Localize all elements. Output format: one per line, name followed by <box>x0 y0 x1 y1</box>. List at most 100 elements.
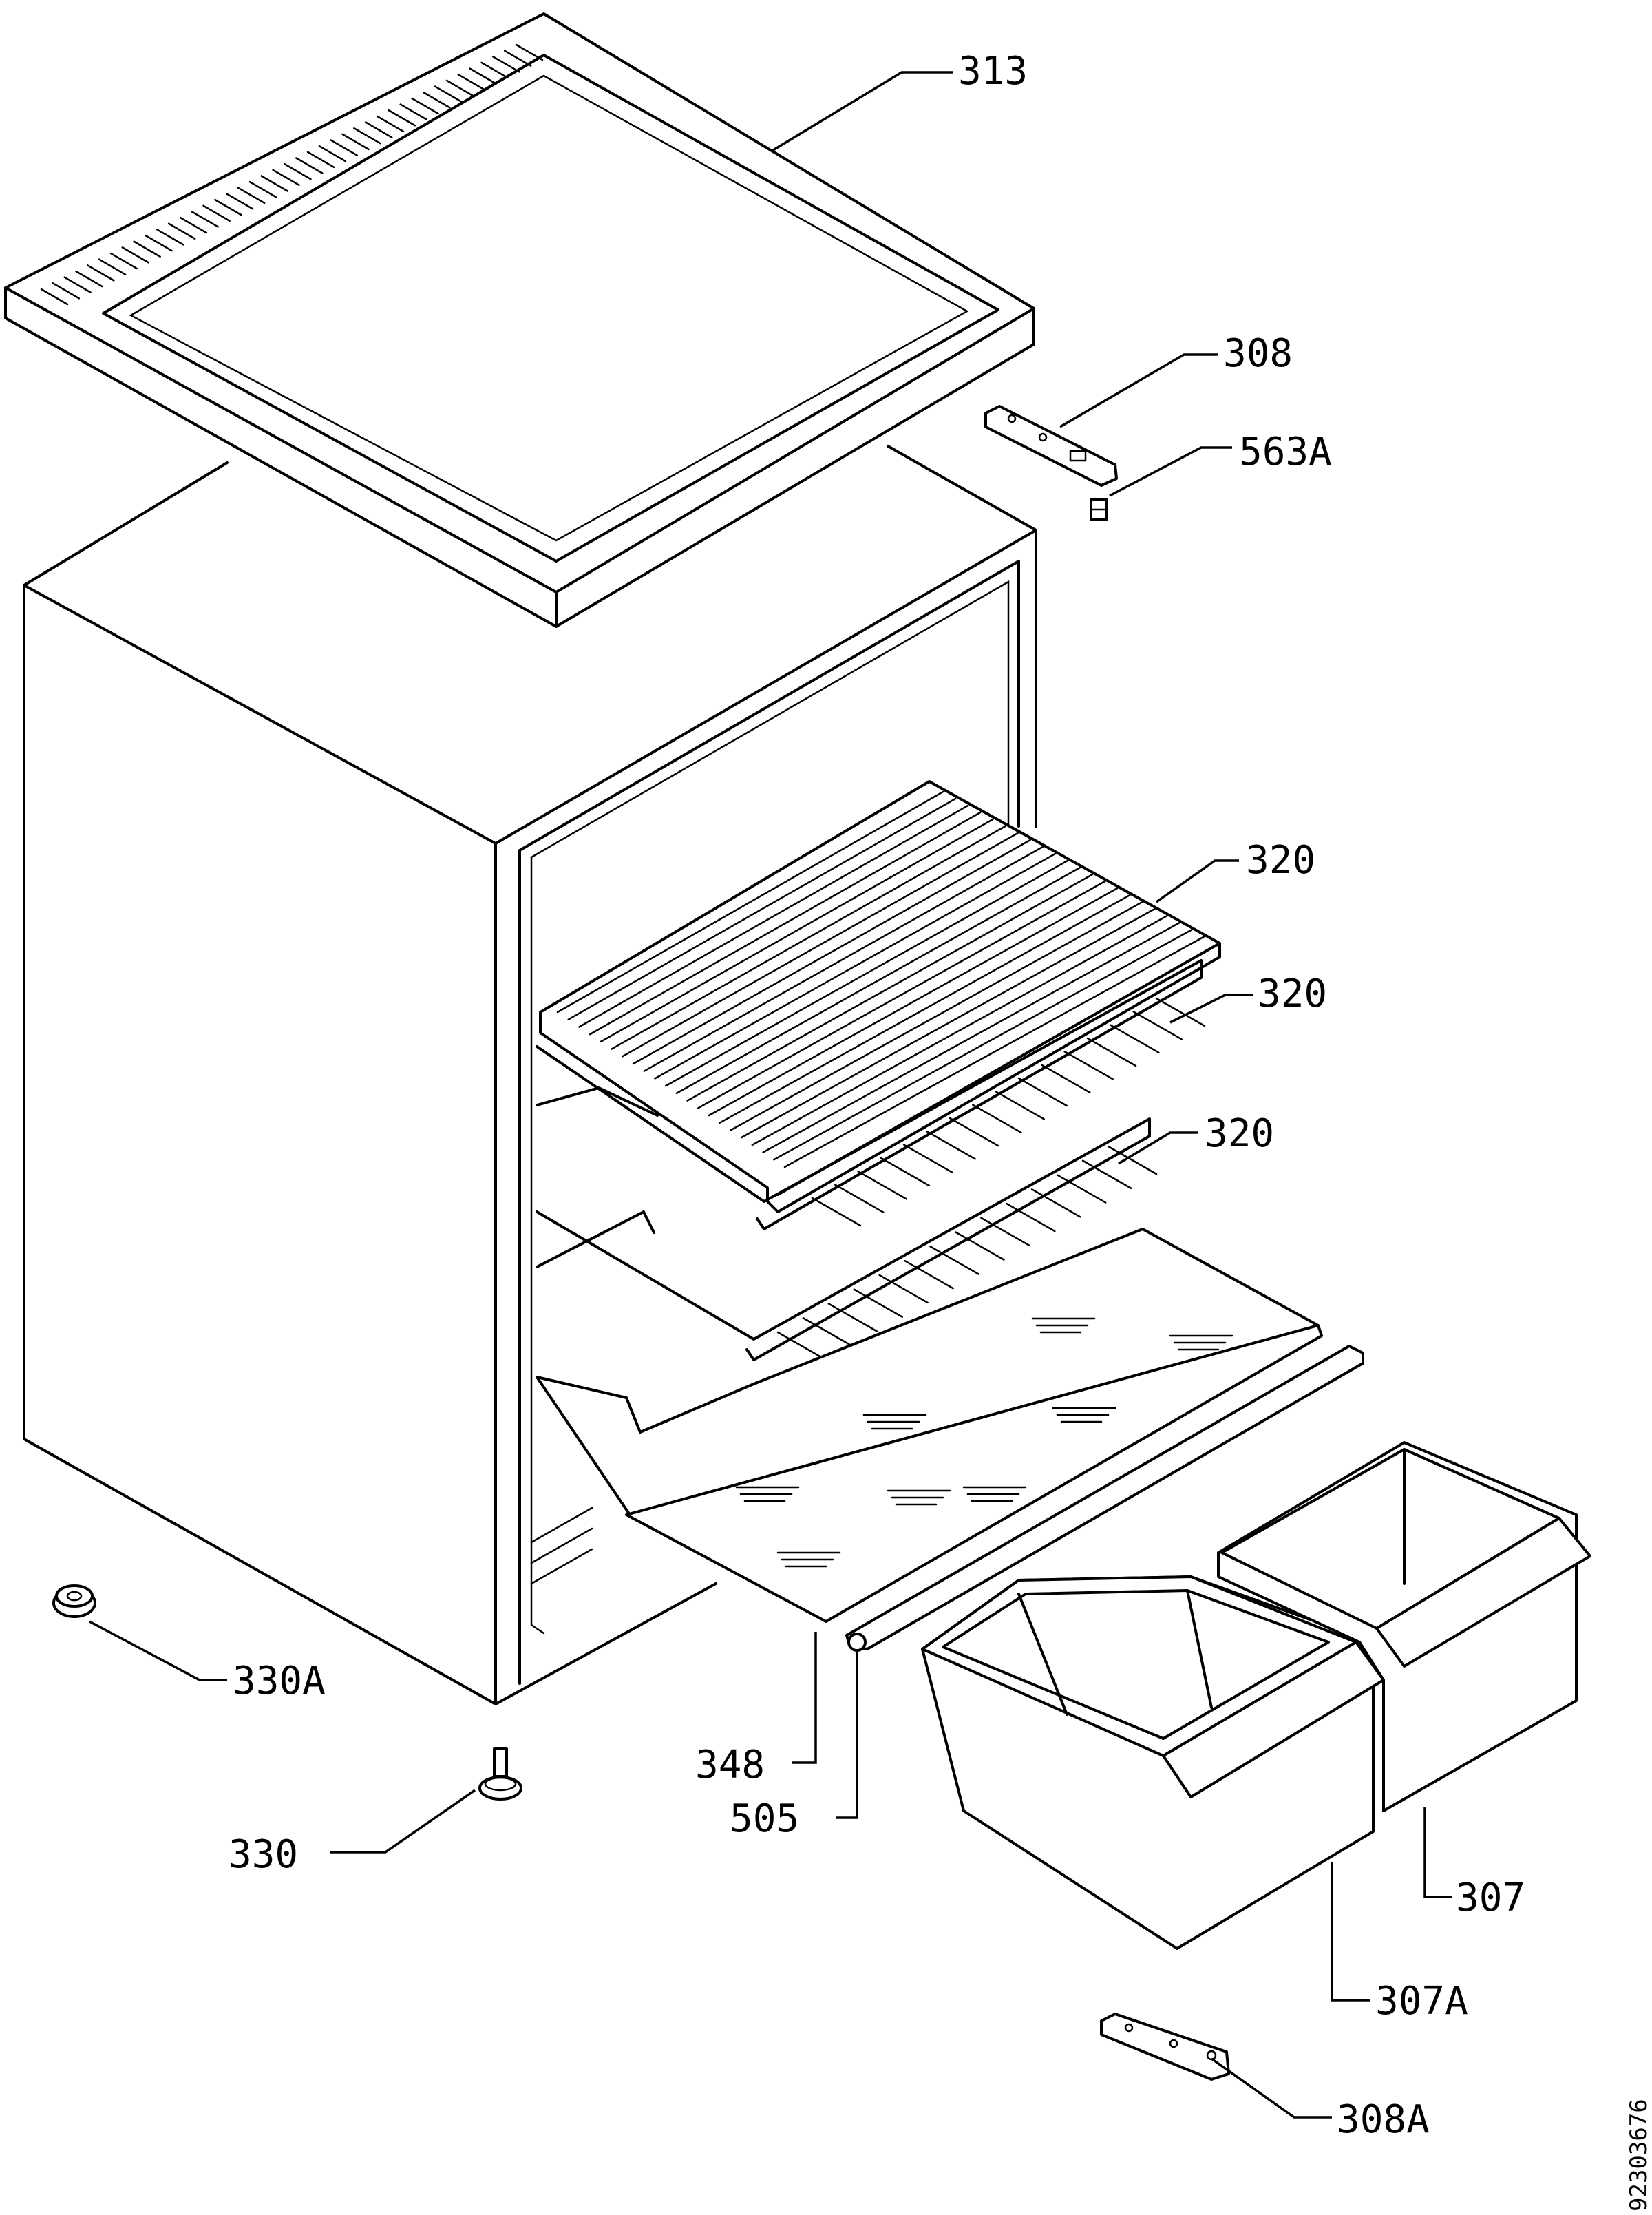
shelf-rib <box>926 1131 976 1160</box>
shelf-rib <box>776 1331 827 1361</box>
shelf-rib <box>1063 1051 1114 1080</box>
shelf-upper <box>539 780 1221 1213</box>
shelf-rib <box>949 1117 999 1147</box>
vent-slot <box>330 139 358 156</box>
shelf-rib <box>929 1246 979 1275</box>
shelf-rib <box>719 894 1131 1124</box>
vent-slot <box>318 145 347 162</box>
shelf-rib <box>675 866 1081 1095</box>
shelf-rib <box>1086 1037 1137 1067</box>
vent-slot <box>515 43 544 61</box>
callout-505: 505 <box>730 1796 799 1841</box>
callout-563a: 563A <box>1239 430 1332 474</box>
callout-330: 330 <box>229 1832 298 1877</box>
document-id: 92303676 <box>1625 2099 1652 2212</box>
vent-slot <box>492 56 520 73</box>
vent-slot <box>306 151 335 169</box>
vent-slot <box>109 252 138 270</box>
shelf-rib <box>811 1197 862 1227</box>
shelf-rib <box>622 832 1019 1058</box>
callout-308: 308 <box>1223 331 1293 376</box>
cabinet-body <box>23 445 1037 1705</box>
shelf-rib <box>730 901 1143 1131</box>
vent-slot <box>469 67 497 85</box>
shelf-rib <box>773 928 1194 1161</box>
glass-shelf-part <box>536 1228 1323 1623</box>
shelf-lower <box>536 1117 1151 1361</box>
callout-348: 348 <box>695 1743 765 1787</box>
vent-slot <box>226 193 254 210</box>
crisper-drawer-rear <box>1217 1441 1591 1812</box>
shelf-rib <box>1110 1024 1160 1053</box>
shelf-rib <box>632 839 1031 1065</box>
shelf-rib <box>972 1104 1022 1133</box>
vent-slot <box>202 204 231 222</box>
vent-slot <box>376 115 405 133</box>
vent-slot <box>388 109 416 127</box>
shelf-rib <box>664 859 1069 1087</box>
shelf-rib <box>857 1171 907 1200</box>
shelf-rib <box>1132 1011 1183 1040</box>
vent-slot <box>434 85 463 103</box>
vent-slot <box>87 264 115 282</box>
shelf-rib <box>903 1144 953 1173</box>
leader-lines <box>89 71 1452 2119</box>
vent-slot <box>167 222 196 240</box>
vent-slot <box>353 127 381 145</box>
vent-slot <box>480 61 509 79</box>
shelf-rib <box>589 811 982 1036</box>
hinge-bottom-part <box>1100 2013 1230 2081</box>
vent-slot <box>248 180 277 198</box>
foot-cap-part <box>52 1584 96 1618</box>
shelf-rib <box>611 825 1006 1050</box>
callout-320-upper: 320 <box>1246 838 1315 883</box>
vent-slot <box>214 198 242 216</box>
shelf-rib <box>878 1274 929 1304</box>
vent-slot <box>63 276 92 293</box>
shelf-rib <box>1107 1145 1158 1175</box>
shelf-rib <box>1030 1188 1081 1218</box>
vent-slot <box>98 258 127 275</box>
vent-slots <box>40 43 544 306</box>
shelf-rib <box>600 818 994 1043</box>
vent-slot <box>457 74 486 91</box>
vent-slot <box>145 234 173 252</box>
glass-reflections <box>735 1317 1233 1568</box>
shelf-rib <box>1081 1159 1132 1190</box>
callout-307: 307 <box>1456 1876 1525 1920</box>
shelf-rib <box>740 907 1156 1139</box>
shelf-rib <box>802 1316 853 1347</box>
vent-slot <box>399 103 427 120</box>
vent-slot <box>284 162 312 180</box>
hinge-top-part <box>984 405 1118 487</box>
shelf-rib <box>643 846 1044 1072</box>
vent-slot <box>52 282 81 300</box>
shelf-rib <box>834 1184 885 1213</box>
vent-slot <box>260 175 289 192</box>
callout-labels: 313 308 563A 320 320 320 330A 330 348 50… <box>229 49 1652 2212</box>
front-strip-part <box>845 1345 1364 1652</box>
shelf-rib <box>995 1091 1045 1120</box>
vent-slot <box>295 157 324 174</box>
shelf-rib <box>697 880 1106 1109</box>
adjustable-foot-part <box>478 1747 522 1801</box>
vent-slot <box>364 121 393 138</box>
shelf-rib <box>955 1231 1005 1261</box>
shelf-rib <box>654 852 1057 1080</box>
callout-320-lower: 320 <box>1205 1111 1274 1156</box>
shelf-rib <box>1155 997 1206 1027</box>
shelf-rib <box>751 914 1168 1146</box>
vent-slot <box>121 246 150 264</box>
vent-slot <box>156 229 184 246</box>
callout-313: 313 <box>958 49 1028 94</box>
shelf-rib <box>686 873 1094 1102</box>
shelf-middle <box>536 959 1203 1230</box>
vent-slot <box>423 92 451 109</box>
shelf-rib <box>880 1157 931 1187</box>
vent-slot <box>133 240 161 258</box>
vent-slot <box>75 270 103 288</box>
vent-slot <box>503 50 532 67</box>
vent-slot <box>272 169 300 187</box>
vent-slot <box>40 288 69 306</box>
